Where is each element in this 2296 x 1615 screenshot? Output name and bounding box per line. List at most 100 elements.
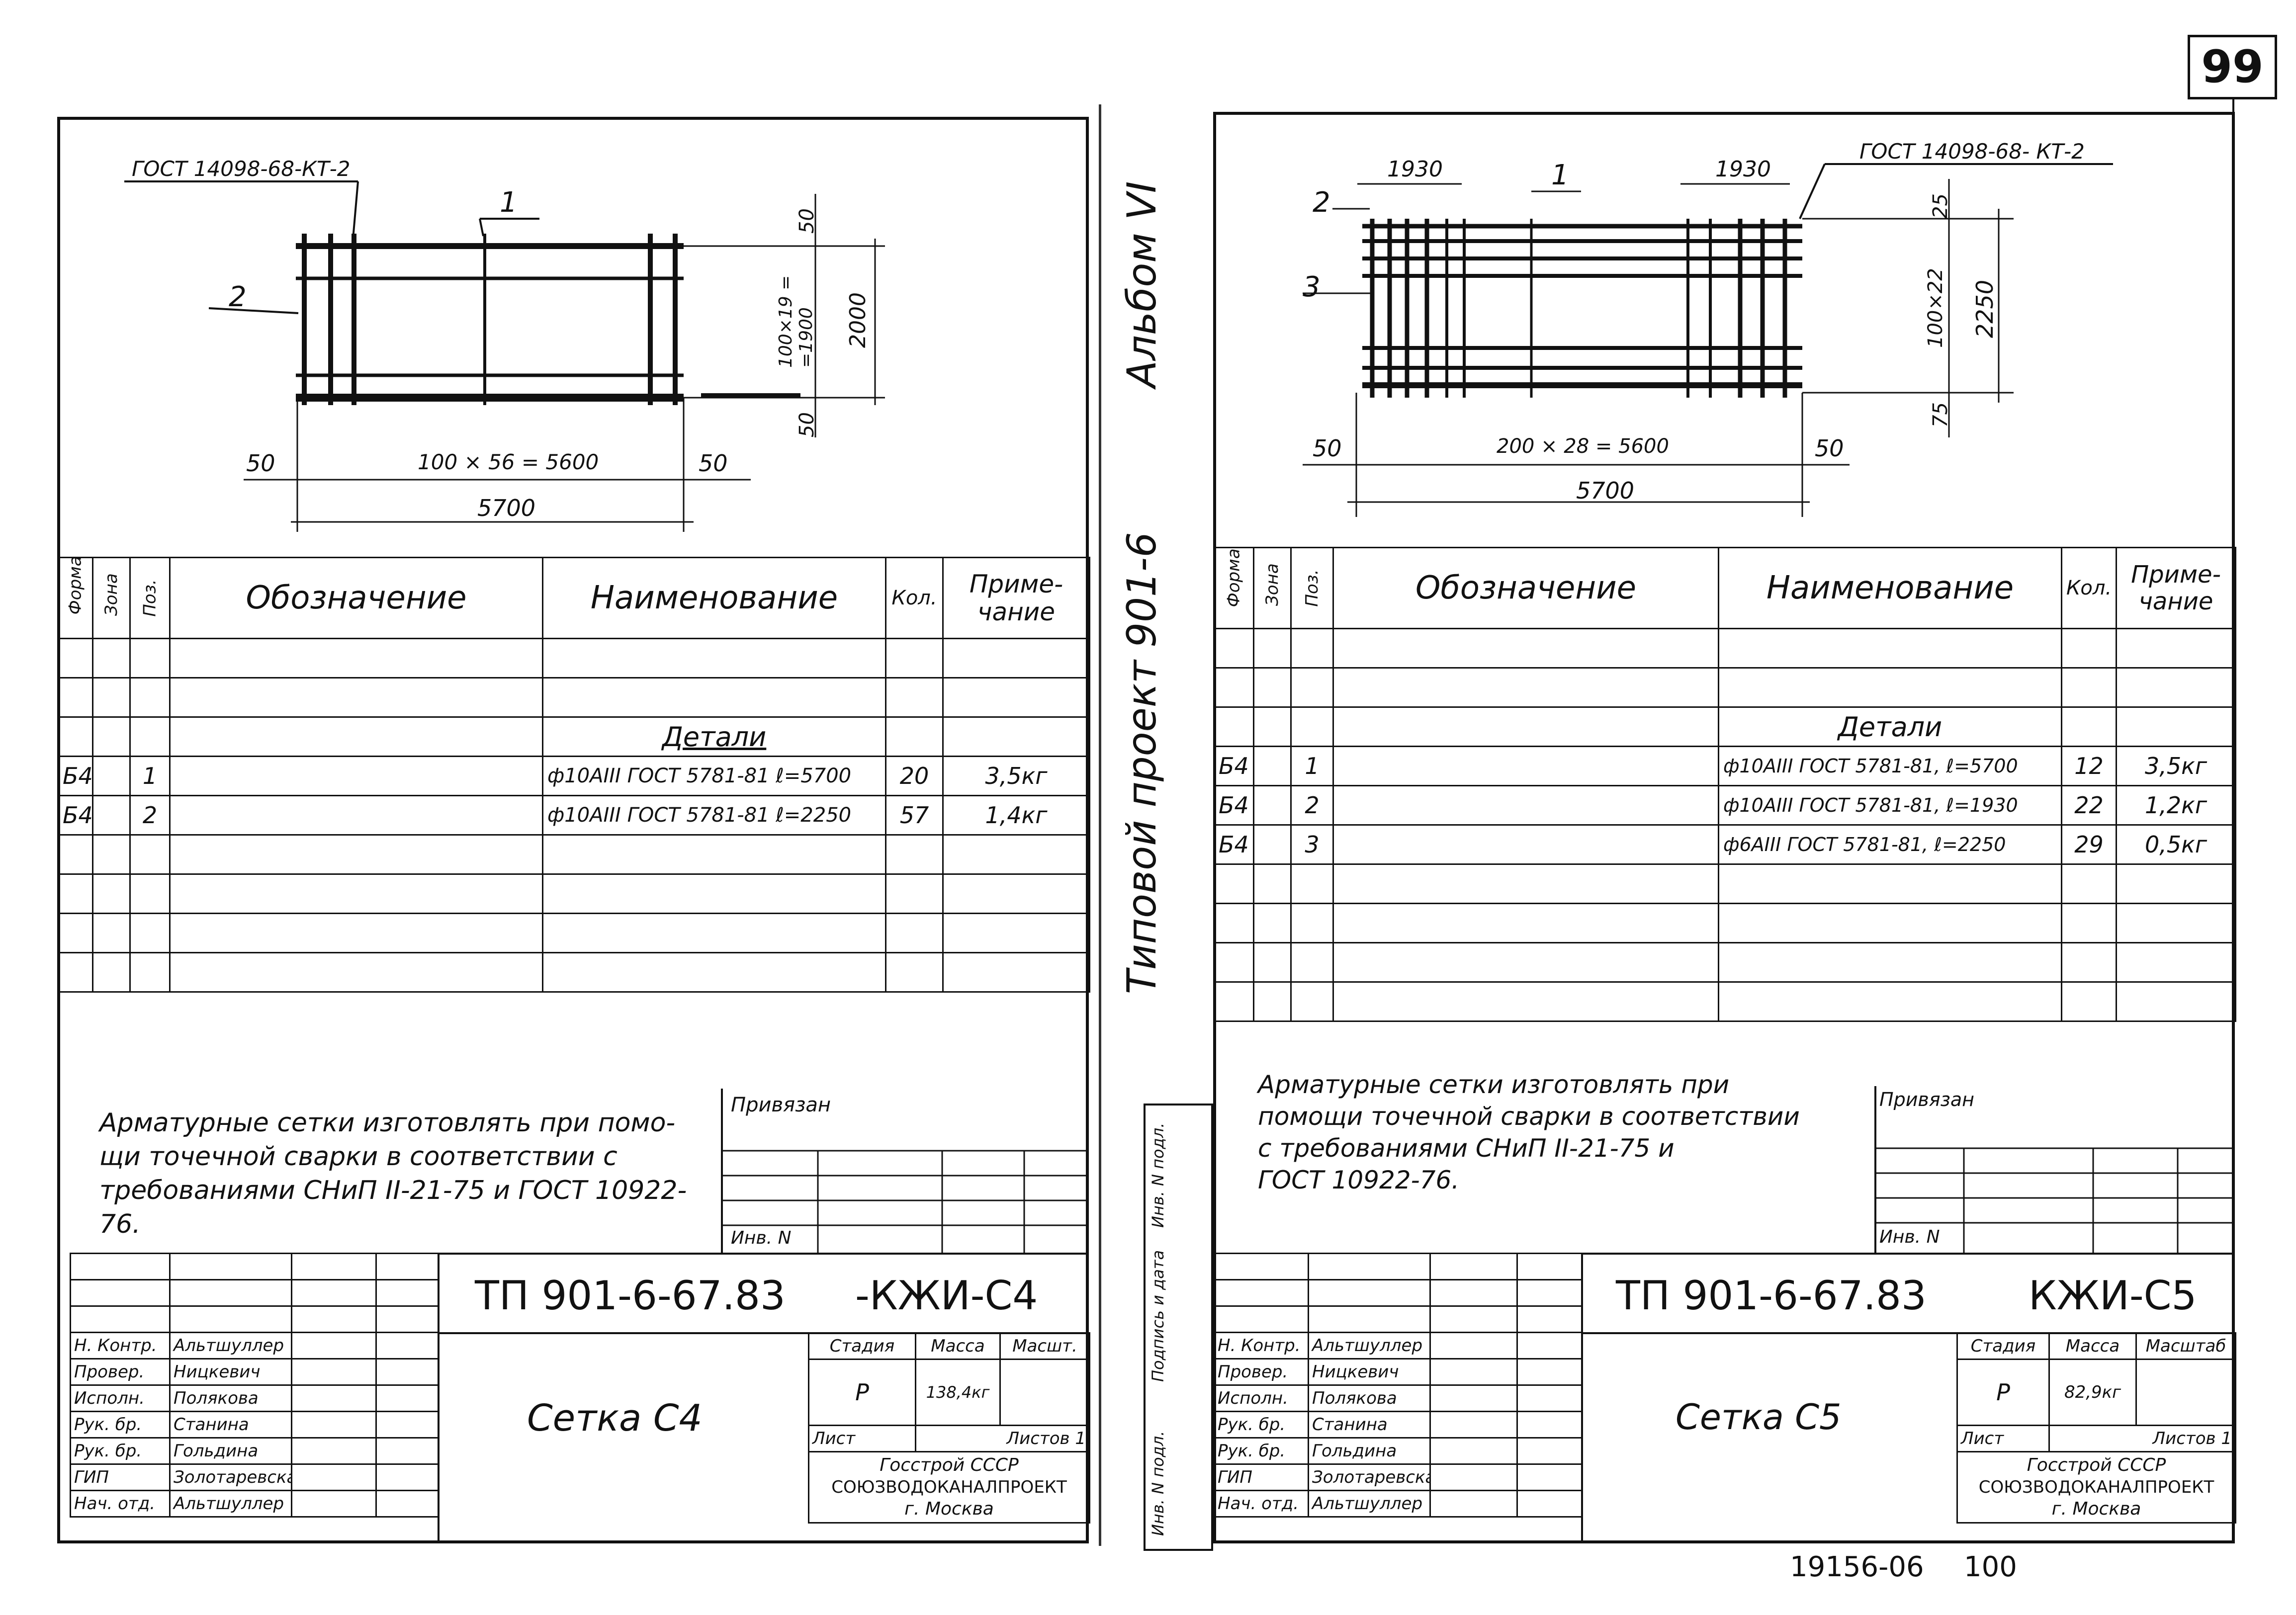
bottom-code: 19156-06 xyxy=(1790,1551,1924,1583)
staff-role: ГИП xyxy=(1213,1463,1309,1491)
fold-line xyxy=(1099,104,1101,1546)
right-dim-mid: 200 × 28 = 5600 xyxy=(1497,435,1669,458)
right-dim-left50: 50 xyxy=(1313,435,1342,462)
left-privyazan-label: Привязан xyxy=(731,1094,831,1116)
staff-role: Рук. бр. xyxy=(70,1411,171,1439)
right-pos1-label: 1 xyxy=(1551,159,1569,191)
page-number: 99 xyxy=(2201,41,2264,93)
left-title-divider xyxy=(438,1332,1089,1334)
staff-name: Ницкевич xyxy=(1308,1358,1431,1386)
right-staff-table: Н. Контр. Альтшуллер Провер.Ницкевич Испо… xyxy=(1213,1253,1583,1518)
signature xyxy=(1429,1384,1518,1412)
staff-role: Нач. отд. xyxy=(70,1490,171,1518)
bottom-page: 100 xyxy=(1964,1551,2017,1583)
right-section-label: Детали xyxy=(1718,706,2062,747)
right-title-frame xyxy=(1581,1253,2235,1543)
staff-role: Провер. xyxy=(70,1358,171,1386)
left-pos1-label: 1 xyxy=(500,186,518,219)
spec-header-name: Наименование xyxy=(542,557,886,639)
right-note: Арматурные сетки изготовлять при помощи … xyxy=(1258,1070,1800,1194)
right-privyazan-box xyxy=(1874,1086,2237,1253)
signature xyxy=(1429,1490,1518,1518)
staff-name: Гольдина xyxy=(1308,1437,1431,1465)
left-gost-weld: ГОСТ 14098-68-КТ-2 xyxy=(132,157,351,181)
staff-name: Ницкевич xyxy=(169,1358,292,1386)
left-title: Сетка С4 xyxy=(527,1397,703,1440)
staff-name: Альтшуллер xyxy=(169,1490,292,1518)
staff-role: Н. Контр. xyxy=(70,1332,171,1360)
signature xyxy=(291,1411,377,1439)
right-dim-total: 5700 xyxy=(1576,477,1635,504)
left-inv-label: Инв. N xyxy=(731,1228,792,1248)
signature xyxy=(291,1384,377,1412)
right-gost-weld: ГОСТ 14098-68- КТ-2 xyxy=(1859,139,2085,164)
right-pos3-label: 3 xyxy=(1303,271,1321,303)
left-dim-right50: 50 xyxy=(699,450,728,477)
right-title: Сетка С5 xyxy=(1676,1397,1842,1438)
left-privyazan-box xyxy=(721,1089,1091,1253)
left-spec-table: Формат Зона Поз. Обозначение Наименовани… xyxy=(57,557,1090,993)
staff-name: Альтшуллер xyxy=(1308,1490,1431,1518)
staff-role: Рук. бр. xyxy=(70,1437,171,1465)
staff-role: Нач. отд. xyxy=(1213,1490,1309,1518)
left-staff-table: Н. Контр.Альтшуллер Провер.Ницкевич Испо… xyxy=(70,1253,439,1518)
signature xyxy=(1429,1332,1518,1360)
staff-name: Золотаревская xyxy=(169,1463,292,1491)
right-privyazan-label: Привязан xyxy=(1879,1089,1974,1110)
right-title-divider xyxy=(1581,1332,2235,1334)
left-title-frame xyxy=(438,1253,1089,1543)
left-doc-suffix: -КЖИ-С4 xyxy=(855,1273,1038,1319)
left-note: Арматурные сетки изготовлять при помо- щ… xyxy=(99,1108,687,1239)
spec-header-note: Приме-чание xyxy=(2116,547,2236,629)
spec-header-qty: Кол. xyxy=(2061,547,2117,629)
spec-header-name: Наименование xyxy=(1718,547,2062,629)
right-doc-suffix: КЖИ-С5 xyxy=(2029,1273,2197,1319)
staff-name: Гольдина xyxy=(169,1437,292,1465)
spec-header-designation: Обозначение xyxy=(1332,547,1719,629)
spec-header-note: Приме-чание xyxy=(942,557,1090,639)
staff-role: Провер. xyxy=(1213,1358,1309,1386)
signature xyxy=(1429,1411,1518,1439)
staff-name: Альтшуллер xyxy=(169,1332,292,1360)
left-pos2-label: 2 xyxy=(229,281,247,313)
staff-role: Рук. бр. xyxy=(1213,1437,1309,1465)
right-pos2-label: 2 xyxy=(1313,186,1330,219)
staff-role: ГИП xyxy=(70,1463,171,1491)
staff-name: Станина xyxy=(1308,1411,1431,1439)
left-doc-code: ТП 901-6-67.83 xyxy=(475,1273,786,1319)
signature xyxy=(1429,1437,1518,1465)
signature xyxy=(1429,1463,1518,1491)
right-doc-code: ТП 901-6-67.83 xyxy=(1616,1273,1927,1319)
staff-role: Исполн. xyxy=(1213,1384,1309,1412)
staff-name: Полякова xyxy=(169,1384,292,1412)
left-dim-total: 5700 xyxy=(477,495,536,521)
right-dim-right50: 50 xyxy=(1815,435,1844,462)
signature xyxy=(291,1437,377,1465)
left-section-label: Детали xyxy=(542,716,886,757)
spec-header-qty: Кол. xyxy=(885,557,944,639)
staff-name: Станина xyxy=(169,1411,292,1439)
staff-name: Полякова xyxy=(1308,1384,1431,1412)
side-stamp-strip xyxy=(1144,1104,1213,1551)
signature xyxy=(291,1463,377,1491)
page-number-box: 99 xyxy=(2188,35,2277,99)
right-inv-label: Инв. N xyxy=(1879,1227,1940,1247)
staff-role: Рук. бр. xyxy=(1213,1411,1309,1439)
signature xyxy=(1429,1358,1518,1386)
signature xyxy=(291,1358,377,1386)
staff-role: Н. Контр. xyxy=(1213,1332,1309,1360)
right-dim-1930a: 1930 xyxy=(1387,157,1443,182)
staff-role: Исполн. xyxy=(70,1384,171,1412)
right-dim-1930b: 1930 xyxy=(1715,157,1771,182)
